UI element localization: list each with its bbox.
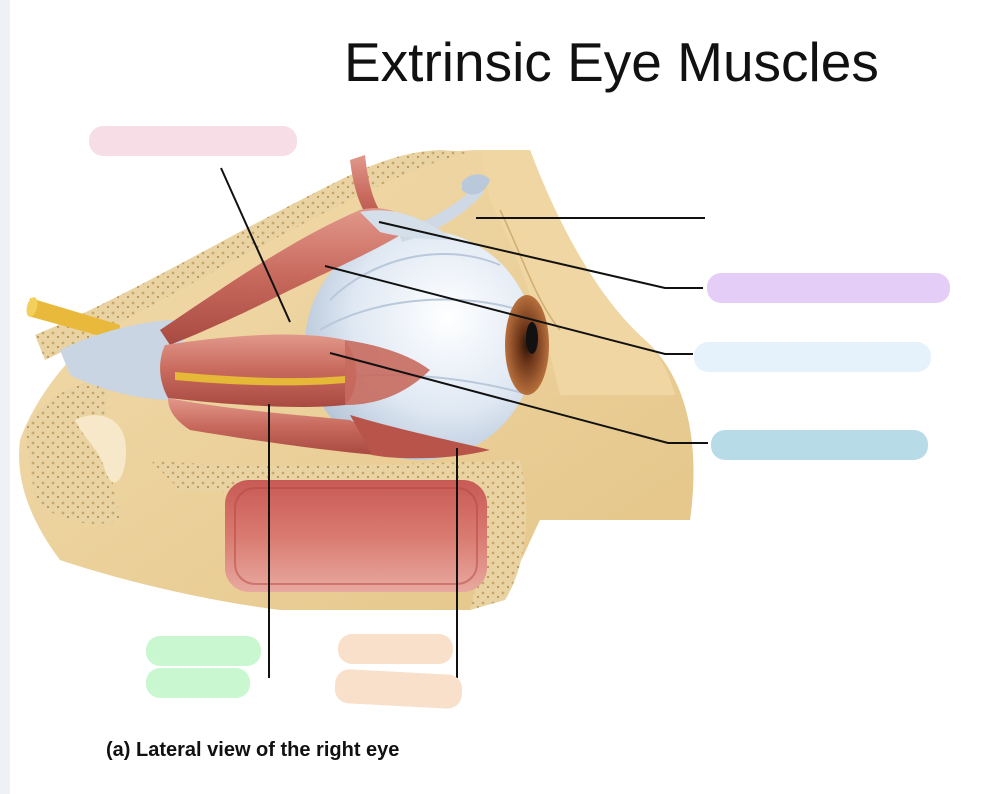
leader-line-pale-blue [324,265,693,355]
trochlea [462,174,490,195]
superior-rectus-muscle [160,208,415,345]
pupil [526,322,538,354]
label-box-pale-blue[interactable] [694,342,931,372]
nerve-rod [28,298,120,341]
label-box-green-bottom[interactable] [146,668,250,698]
superior-rectus-tendon [360,210,455,240]
common-tendinous-ring [60,320,186,400]
figure-caption: (a) Lateral view of the right eye [106,739,400,761]
label-box-lavender[interactable] [707,273,950,303]
label-box-green-top[interactable] [146,636,261,666]
orbital-roof-bone [35,150,470,360]
label-box-pink[interactable] [89,126,297,156]
lateral-rectus-muscle [160,334,357,408]
slide-title: Extrinsic Eye Muscles [344,31,879,93]
inferior-rectus-muscle [168,398,377,455]
leader-line-light-blue [329,352,708,444]
inferior-nerve [175,372,345,386]
bone-foramen [75,415,126,483]
leader-line-top-left [220,167,291,323]
label-box-peach-top[interactable] [338,634,453,664]
slide-left-edge [0,0,10,794]
frontal-bone [480,150,675,395]
inferior-oblique-muscle [350,415,490,459]
leader-lines [220,167,708,678]
label-box-peach-bottom[interactable] [334,668,463,710]
label-box-light-blue[interactable] [711,430,928,460]
maxillary-sinus [225,480,487,592]
leader-line-lavender [378,221,703,289]
superior-oblique-muscle [350,155,400,238]
